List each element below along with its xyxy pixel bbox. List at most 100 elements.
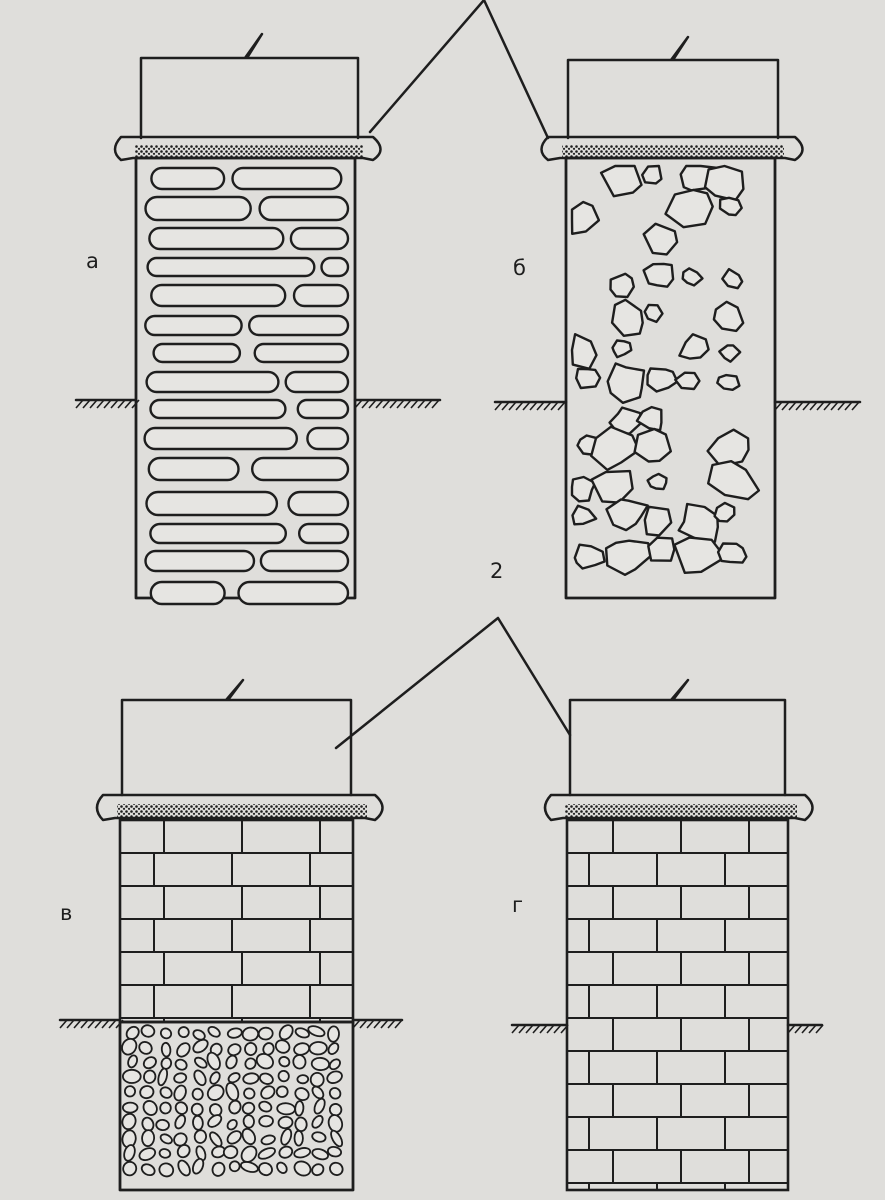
- pebble: [241, 1127, 257, 1146]
- flat-stone: [145, 490, 279, 517]
- flat-stone: [148, 226, 285, 251]
- pebble: [307, 1025, 326, 1038]
- pebble: [191, 1087, 204, 1101]
- ground-hatch: [375, 399, 384, 409]
- pebble: [121, 1037, 138, 1056]
- pebble: [194, 1056, 208, 1069]
- panel-b-wall: [566, 35, 780, 140]
- ground-hatch: [522, 401, 531, 411]
- pebble: [311, 1163, 325, 1177]
- ground-hatch: [75, 399, 84, 409]
- panel-v-ground-line: [58, 1018, 404, 1029]
- panel-g-label: г: [512, 893, 523, 917]
- ground-hatch: [394, 1019, 403, 1029]
- rubble-stone: [713, 501, 736, 523]
- pebble: [329, 1161, 344, 1176]
- pebble: [276, 1161, 288, 1174]
- pebble: [278, 1024, 294, 1041]
- pebble: [121, 1112, 137, 1131]
- panel-g-wall: [568, 678, 787, 797]
- pebble: [177, 1159, 191, 1177]
- flat-stone: [259, 549, 350, 573]
- ground-hatch: [529, 401, 538, 411]
- rubble-stone: [678, 333, 710, 360]
- pebble: [328, 1058, 341, 1071]
- ground-hatch: [543, 401, 552, 411]
- flat-stone: [149, 522, 287, 545]
- ground-hatch: [557, 401, 566, 411]
- ground-hatch: [553, 1024, 562, 1034]
- panel-a-wall: [139, 32, 360, 140]
- ground-hatch: [117, 399, 126, 409]
- pebble: [123, 1144, 136, 1162]
- ground-hatch: [131, 399, 140, 409]
- ground-hatch: [794, 1024, 803, 1034]
- panel-v-damp-proof-course: [95, 793, 384, 822]
- pebble: [308, 1041, 328, 1056]
- rubble-stone: [606, 362, 646, 404]
- pebble: [225, 1054, 238, 1070]
- pebble: [257, 1147, 276, 1160]
- pebble: [226, 1130, 242, 1145]
- flat-stone: [292, 283, 350, 308]
- pebble: [244, 1057, 257, 1070]
- ground-hatch: [844, 401, 853, 411]
- rubble-stone: [646, 367, 679, 393]
- brick-outline: [565, 818, 790, 1192]
- pebble: [141, 1129, 156, 1147]
- ground-hatch: [525, 1024, 534, 1034]
- rubble-stone: [703, 164, 745, 202]
- ground-hatch: [382, 399, 391, 409]
- rubble-stone: [609, 272, 635, 299]
- pebble: [242, 1072, 260, 1085]
- rubble-stone: [721, 267, 744, 290]
- ground-hatch: [787, 1024, 796, 1034]
- pebble: [227, 1043, 242, 1057]
- pebble: [127, 1054, 138, 1069]
- pebble: [138, 1147, 157, 1161]
- pebble: [296, 1074, 310, 1085]
- rubble-stone: [643, 303, 664, 324]
- flat-stone: [237, 580, 350, 606]
- pebble: [309, 1071, 325, 1088]
- pebble: [255, 1053, 274, 1070]
- panel-v-wall: [120, 678, 353, 797]
- rubble-stone: [642, 222, 679, 256]
- ground-hatch: [550, 401, 559, 411]
- ground-hatch: [532, 1024, 541, 1034]
- flat-stone: [250, 456, 350, 482]
- pebble: [294, 1087, 310, 1102]
- pebble: [192, 1029, 206, 1041]
- pebble: [326, 1145, 343, 1158]
- pebble: [160, 1057, 173, 1070]
- rubble-stone: [712, 300, 745, 333]
- rubble-stone: [706, 428, 750, 468]
- rubble-stone: [716, 373, 741, 391]
- ground-hatch: [815, 1024, 824, 1034]
- ground-hatch: [73, 1019, 82, 1029]
- ground-hatch: [101, 1019, 110, 1029]
- pebble: [225, 1082, 240, 1102]
- ground-hatch: [387, 1019, 396, 1029]
- rubble-stone: [599, 164, 643, 198]
- pebble: [209, 1131, 223, 1148]
- ground-hatch: [851, 401, 860, 411]
- pebble: [160, 1041, 172, 1058]
- pebble: [192, 1114, 204, 1131]
- flat-stone: [144, 195, 252, 222]
- rubble-stone: [575, 367, 602, 390]
- ground-hatch: [417, 399, 426, 409]
- ground-hatch: [837, 401, 846, 411]
- ground-hatch: [808, 1024, 817, 1034]
- pebble: [257, 1026, 274, 1041]
- flat-stone: [298, 522, 350, 545]
- pebble: [209, 1071, 221, 1085]
- rubble-stone: [610, 298, 644, 337]
- ground-hatch: [403, 399, 412, 409]
- flat-stone: [146, 256, 316, 278]
- panel-a-label: а: [86, 249, 99, 273]
- ground-hatch: [515, 401, 524, 411]
- flat-stone: [149, 580, 226, 606]
- rubble-stone: [570, 200, 601, 235]
